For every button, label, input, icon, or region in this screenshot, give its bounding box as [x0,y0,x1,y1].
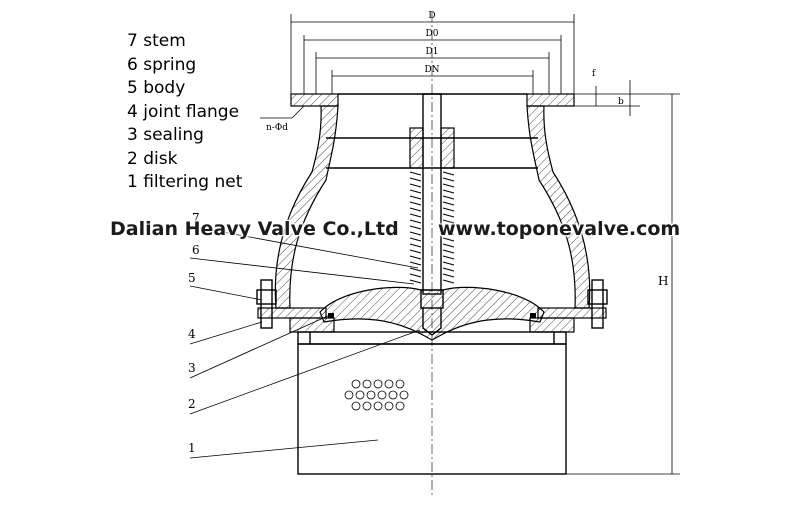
dim-h: H [658,274,668,288]
spring-coil [442,279,455,284]
callout-2: 2 [188,397,196,411]
legend-item-body: 5 body [127,78,186,98]
dimension-lines [260,14,680,475]
spring-coil [442,225,455,230]
net-hole [384,401,394,411]
spring-coil [442,189,455,194]
spring-coil [409,225,422,230]
callout-7: 7 [192,211,200,225]
valve-body [274,105,591,309]
callout-1: 1 [188,441,196,455]
spring-coil [409,249,422,254]
spring-coil [409,195,422,200]
spring-coil [442,249,455,254]
spring-coil [442,195,455,200]
spring-coil [442,219,455,224]
legend-item-spring: 6 spring [127,54,197,75]
parts-legend: 7 stem 6 spring 5 body 4 joint flange 3 … [127,30,242,195]
spring-coil [442,243,455,248]
spring-coil [409,177,422,182]
filtering-net [297,343,567,475]
dim-d: D [428,11,435,21]
watermark-company: Dalian Heavy Valve Co.,Ltd [110,218,399,240]
top-flange [290,93,575,107]
net-hole [384,379,394,389]
net-hole [355,390,365,400]
callout-3: 3 [188,361,196,375]
spring-coil [442,177,455,182]
spring-coil [442,213,455,218]
legend-item-joint-flange: 4 joint flange [127,101,240,122]
spring-coil [409,183,422,188]
spring-coil [409,213,422,218]
spring-coil [409,189,422,194]
legend-item-stem: 7 stem [127,31,186,51]
stem-guide [409,127,455,169]
spring-coil [409,273,422,278]
net-hole [395,379,405,389]
spring-coil [409,207,422,212]
legend-item-disk: 2 disk [127,148,178,169]
callout-6: 6 [192,243,200,257]
legend-item-filtering-net: 1 filtering net [127,172,243,192]
spring-coil [442,237,455,242]
dim-f: f [592,69,596,79]
sealing [328,313,536,318]
spring-coil [442,183,455,188]
spring-coil [409,267,422,272]
spring-coil [442,261,455,266]
net-hole [373,401,383,411]
net-hole [366,390,376,400]
spring-coil [409,255,422,260]
callout-5: 5 [188,271,196,285]
spring-coil [409,171,422,176]
spring-coil [442,207,455,212]
dim-d1: D1 [426,47,439,57]
spring-coil [409,237,422,242]
bolts [256,279,608,329]
dim-b: b [618,97,624,107]
spring-coil [409,201,422,206]
callout-leaders [189,225,421,459]
legend-item-sealing: 3 sealing [127,125,204,145]
net-hole [344,390,354,400]
net-hole [351,379,361,389]
dim-dn: DN [424,65,439,75]
spring-coil [442,231,455,236]
spring-coil [442,267,455,272]
spring-coil [409,279,422,284]
net-hole [377,390,387,400]
net-hole [388,390,398,400]
spring-coil [409,219,422,224]
spring-coil [442,171,455,176]
spring-coil [442,255,455,260]
spring-coil [409,243,422,248]
dim-d0: D0 [426,29,439,39]
watermark-website: www.toponevalve.com [438,218,681,240]
net-hole [362,401,372,411]
net-hole [351,401,361,411]
spring-coil [409,261,422,266]
spring [409,171,455,284]
net-hole [399,390,409,400]
net-hole [362,379,372,389]
callout-4: 4 [188,327,196,341]
spring-coil [442,273,455,278]
net-hole [373,379,383,389]
spring-coil [442,201,455,206]
net-hole [395,401,405,411]
spring-coil [409,231,422,236]
dim-bolt: n-Φd [266,123,288,133]
